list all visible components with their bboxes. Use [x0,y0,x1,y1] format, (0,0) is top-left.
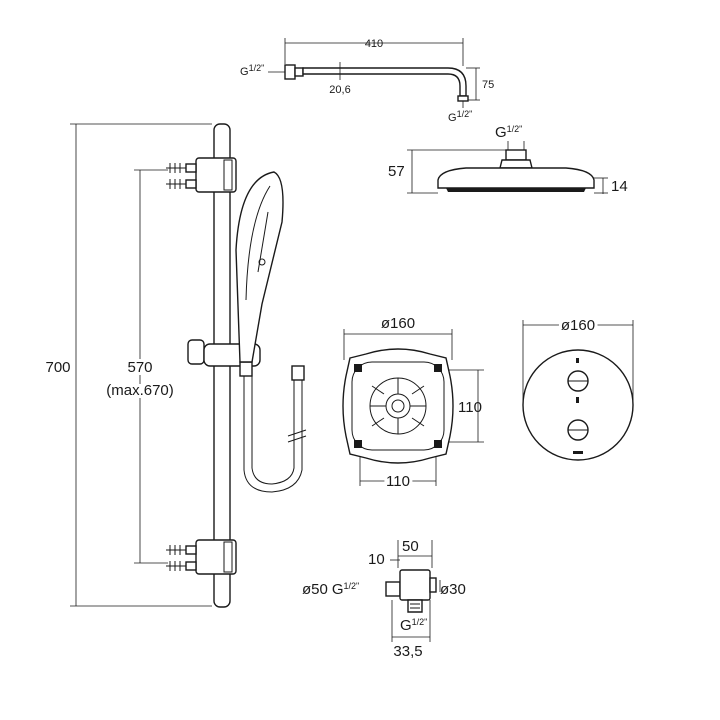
thermostat-plate: ø160 [522,314,634,461]
elbow-bottom-thread-label: G1/2" [400,617,427,634]
elbow-offset-label: 10 [368,551,385,568]
arm-length-label: 410 [365,38,383,50]
elbow-depth-label: 33,5 [393,643,422,660]
arm-drop-label: 75 [482,79,494,91]
head-height-label: 57 [388,163,405,180]
head-thread-label: G1/2" [495,124,522,141]
rail-bracket-max-label: (max.670) [106,382,174,399]
box-height-label: 110 [458,399,482,416]
rough-in-box: ø160 110 110 [342,315,484,493]
arm-outlet-thread-label: G1/2" [448,109,472,124]
box-diameter-label: ø160 [381,315,415,332]
elbow-body-diameter-label: ø30 [440,581,466,598]
arm-wall-diameter-label: 20,6 [329,84,350,96]
shower-arm: 410 G1/2" 20,6 75 G1/2" [240,38,494,124]
elbow-width-label: 50 [402,538,419,555]
shower-head: G1/2" 57 14 [388,124,628,195]
head-thickness-label: 14 [611,178,628,195]
arm-thread-label: G1/2" [240,63,264,78]
box-width-label: 110 [386,473,410,490]
plate-diameter-label: ø160 [561,317,595,334]
rail-bracket-label: 570 [127,359,152,376]
rail-total-label: 700 [45,359,70,376]
slide-rail: 700 570 (max.670) [45,123,307,608]
